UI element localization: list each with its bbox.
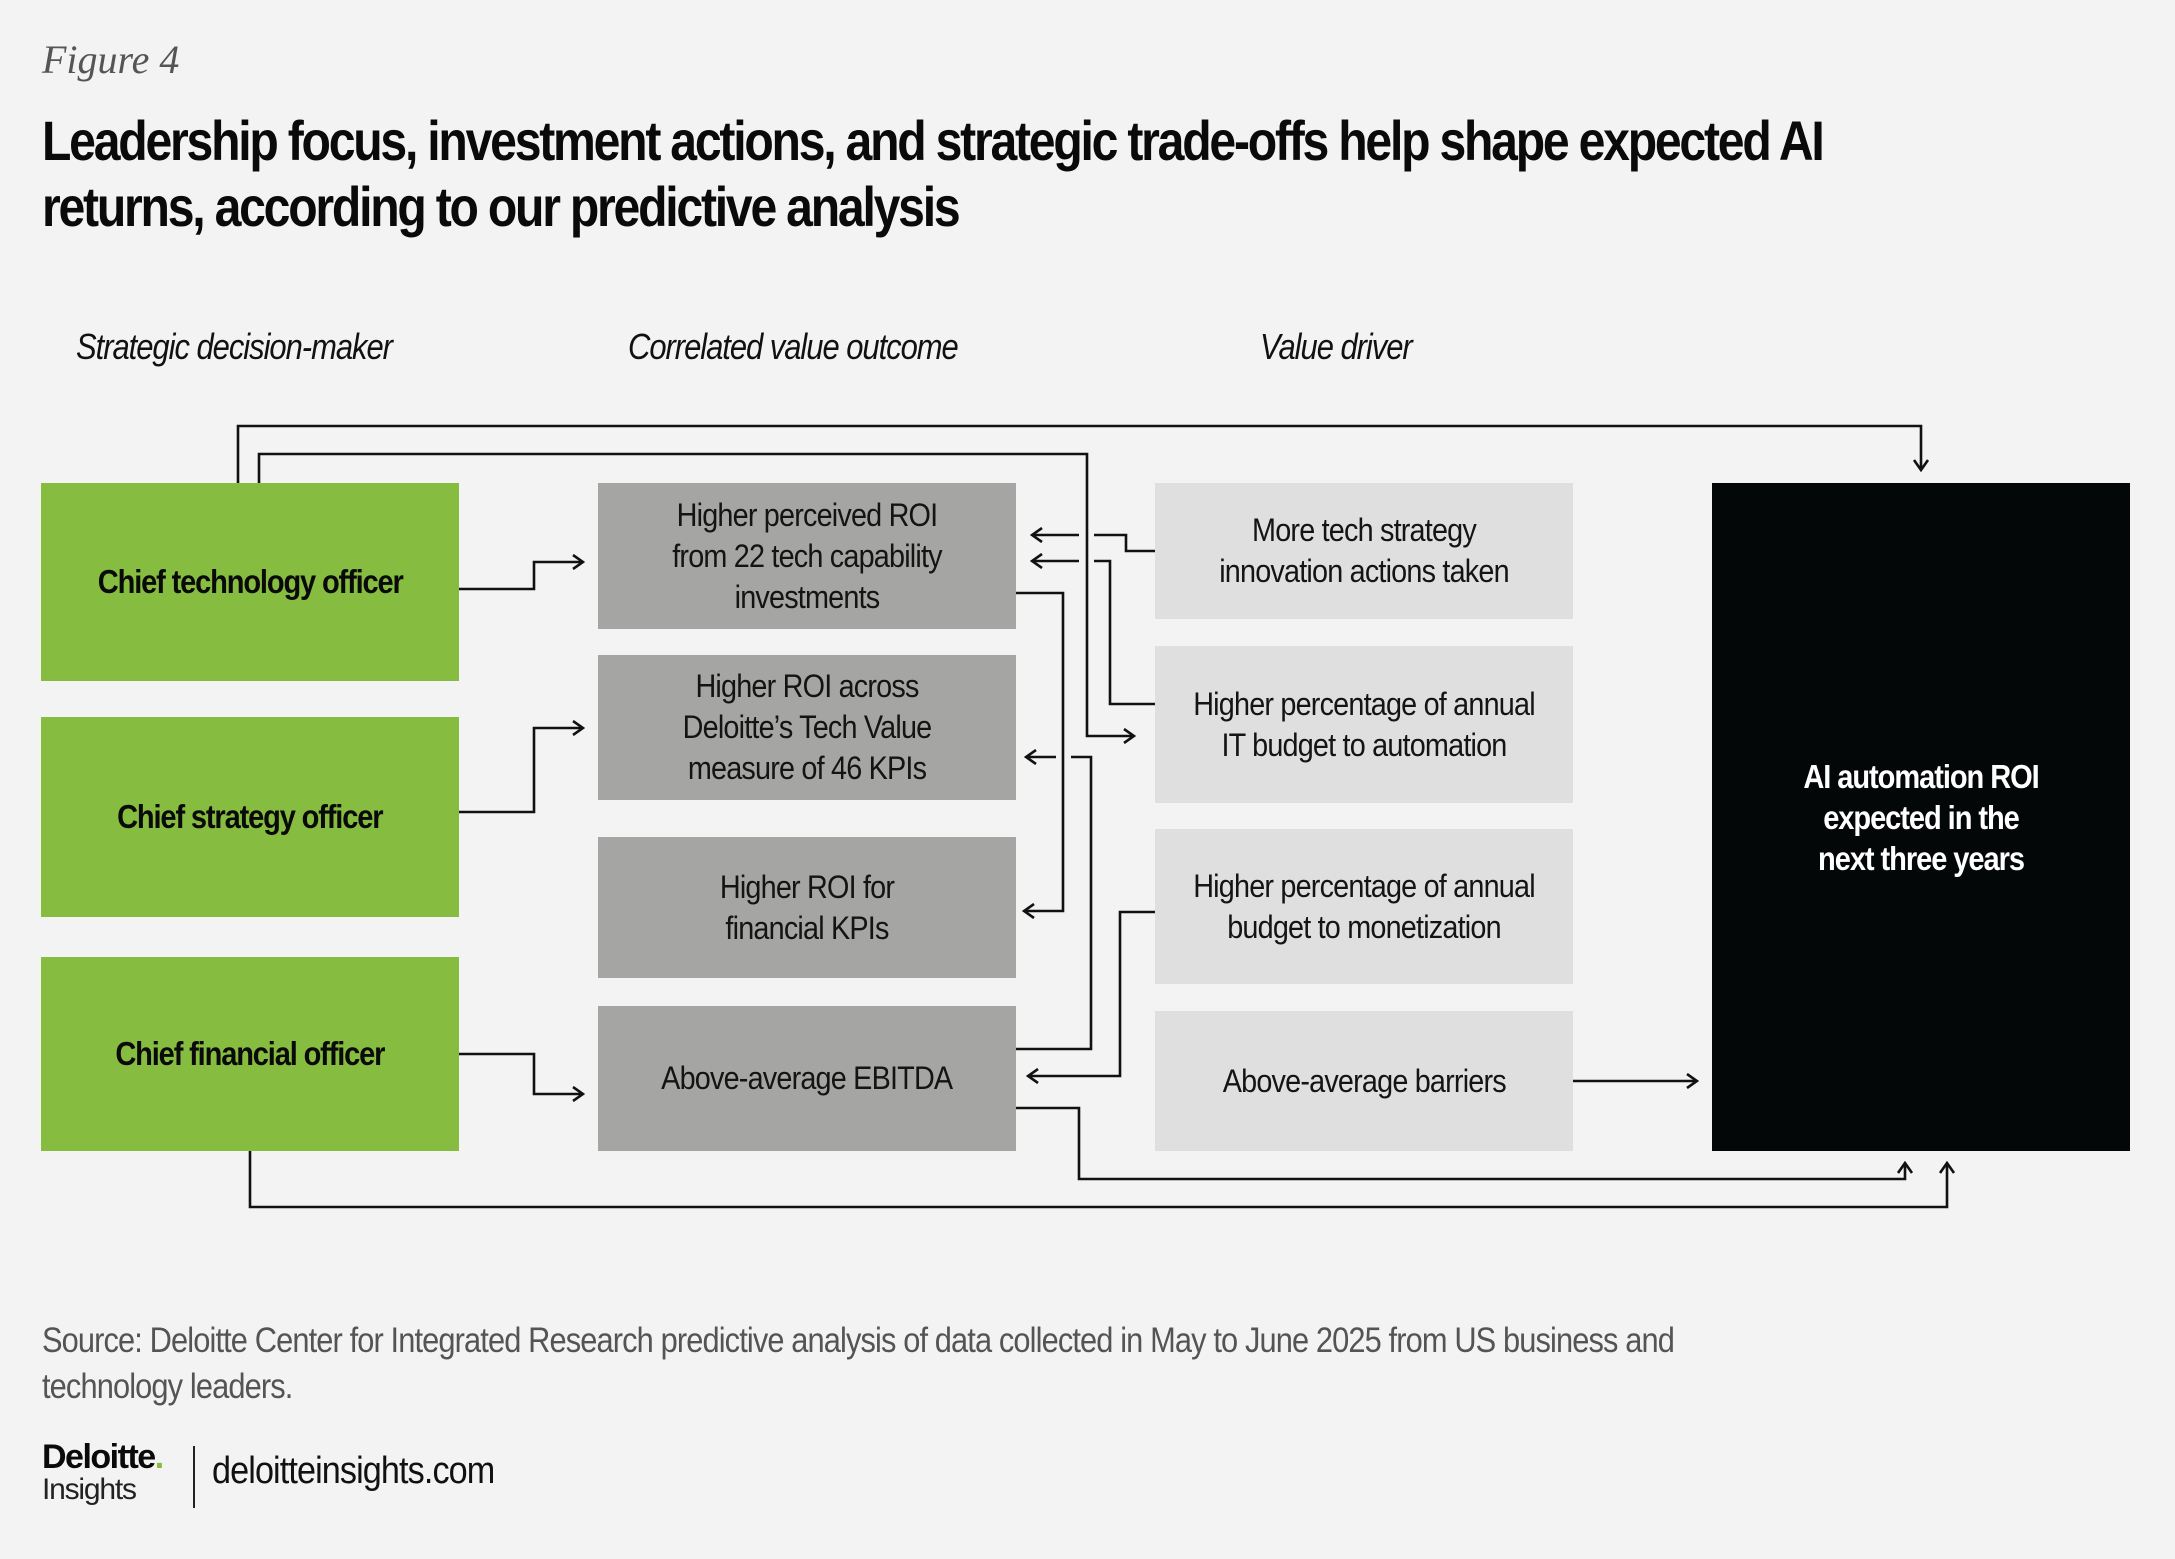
result-ai-automation-roi: AI automation ROI expected in the next t… [1712, 483, 2130, 1151]
driver-it-budget-automation: Higher percentage of annual IT budget to… [1155, 646, 1573, 803]
source-note: Source: Deloitte Center for Integrated R… [42, 1321, 1675, 1406]
driver-budget-monetization: Higher percentage of annual budget to mo… [1155, 829, 1573, 984]
column-header-value-driver: Value driver [1260, 326, 1413, 367]
connector-cto-to-perceived-roi [459, 562, 583, 591]
decision-maker-label: Chief technology officer [97, 563, 404, 600]
title-line-2: returns, according to our predictive ana… [42, 175, 961, 238]
connector-cso-to-tech-value [459, 728, 583, 814]
logo-brand-text: Deloitte [42, 1438, 156, 1476]
decision-maker-cto: Chief technology officer [41, 483, 459, 681]
connector-cto-to-it-budget [257, 452, 1134, 736]
driver-label: More tech strategy innovation actions ta… [1219, 512, 1509, 589]
outcome-label: Higher ROI for financial KPIs [719, 868, 895, 946]
connector-it-budget-to-perceived-roi [1094, 559, 1155, 706]
connector-tech-strategy-to-perceived-roi [1094, 533, 1155, 553]
connector-ebitda-to-result [1016, 1106, 1905, 1181]
driver-label: Above-average barriers [1222, 1062, 1506, 1099]
footer-divider [193, 1446, 195, 1508]
connector-cfo-to-result [248, 1151, 1947, 1209]
driver-barriers: Above-average barriers [1155, 1011, 1573, 1151]
outcome-ebitda: Above-average EBITDA [598, 1006, 1016, 1151]
deloitte-insights-logo: Deloitte. Insights [42, 1438, 164, 1506]
figure-label: Figure 4 [42, 37, 180, 82]
site-link[interactable]: deloitteinsights.com [212, 1450, 495, 1492]
driver-label: Higher percentage of annual IT budget to… [1193, 685, 1535, 763]
logo-dot: . [154, 1438, 164, 1476]
outcome-financial-kpis: Higher ROI for financial KPIs [598, 837, 1016, 978]
result-label: AI automation ROI expected in the next t… [1803, 757, 2039, 877]
column-header-value-outcome: Correlated value outcome [628, 326, 959, 367]
figure-title: Leadership focus, investment actions, an… [42, 108, 1848, 240]
logo-brand: Deloitte. [42, 1438, 164, 1476]
connector-ebitda-to-tech-value [1016, 755, 1093, 1051]
title-line-1: Leadership focus, investment actions, an… [42, 109, 1825, 172]
outcome-perceived-roi: Higher perceived ROI from 22 tech capabi… [598, 483, 1016, 629]
driver-tech-strategy: More tech strategy innovation actions ta… [1155, 483, 1573, 619]
outcome-label: Higher perceived ROI from 22 tech capabi… [672, 496, 942, 615]
outcome-tech-value: Higher ROI across Deloitte’s Tech Value … [598, 655, 1016, 800]
decision-maker-cfo: Chief financial officer [41, 957, 459, 1151]
column-header-decision-maker: Strategic decision-maker [76, 326, 393, 367]
decision-maker-cso: Chief strategy officer [41, 717, 459, 917]
outcome-label: Higher ROI across Deloitte’s Tech Value … [682, 668, 933, 786]
connector-monetization-to-ebitda [1028, 910, 1155, 1076]
connector-perceived-roi-to-financial-kpis [1016, 591, 1065, 911]
connector-cto-to-result [236, 424, 1921, 483]
connector-cfo-to-ebitda [459, 1052, 583, 1094]
outcome-label: Above-average EBITDA [661, 1060, 953, 1096]
driver-label: Higher percentage of annual budget to mo… [1193, 867, 1535, 945]
logo-sub-brand: Insights [42, 1473, 137, 1506]
decision-maker-label: Chief financial officer [115, 1035, 385, 1072]
decision-maker-label: Chief strategy officer [117, 798, 383, 835]
